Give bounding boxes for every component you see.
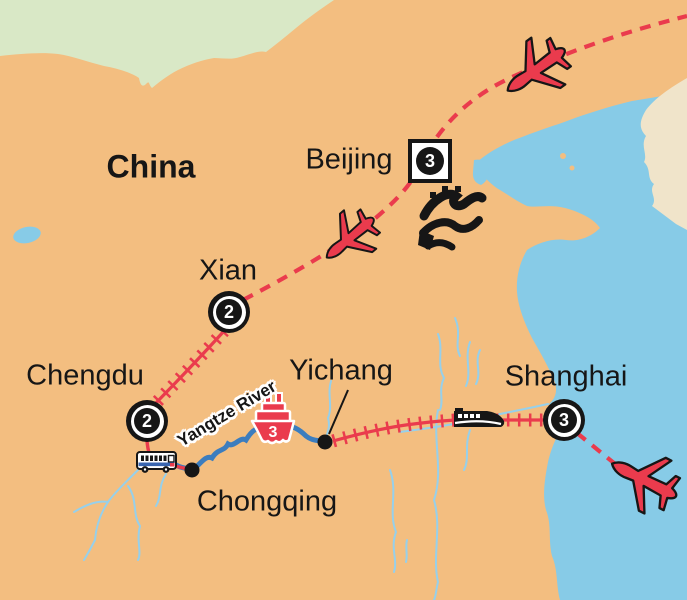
rail-route-xian-chengdu	[147, 326, 229, 412]
city-label-xian: Xian	[198, 254, 258, 287]
city-label-chengdu: Chengdu	[26, 359, 144, 392]
region-north-green	[0, 0, 334, 88]
city-label-beijing: Beijing	[305, 143, 393, 176]
badge-ring: 2	[212, 295, 246, 329]
island	[560, 153, 566, 159]
yichang-dot	[317, 434, 333, 450]
nights-badge-xian: 2	[208, 291, 250, 333]
country-label: China	[106, 148, 196, 185]
rail-route-yichang-shanghai	[331, 413, 545, 448]
city-label-shanghai: Shanghai	[504, 360, 628, 393]
nights-number-chengdu: 2	[134, 408, 160, 434]
region-east-beige	[640, 78, 687, 230]
city-label-yichang: Yichang	[289, 354, 393, 387]
nights-number-shanghai: 3	[551, 407, 577, 433]
flight-route-shanghai-international	[575, 431, 627, 474]
yichang-pointer-line	[328, 389, 349, 435]
badge-ring: 3	[547, 403, 581, 437]
island	[569, 165, 575, 171]
nights-badge-shanghai: 3	[543, 399, 585, 441]
lake-west	[13, 226, 41, 244]
cruise-nights-number: 3	[269, 424, 278, 441]
nights-badge-chengdu: 2	[126, 400, 168, 442]
lake-near-beijing	[472, 159, 489, 185]
badge-ring: 2	[130, 404, 164, 438]
cruise-ship-icon: 3	[250, 392, 296, 445]
city-label-chongqing: Chongqing	[196, 485, 338, 518]
nights-number-beijing: 3	[416, 147, 444, 175]
bullet-train-icon	[454, 408, 505, 427]
chongqing-dot	[184, 462, 200, 478]
great-wall-icon	[418, 186, 487, 251]
nights-badge-beijing: 3	[408, 139, 452, 183]
nights-number-xian: 2	[216, 299, 242, 325]
bus-icon	[136, 451, 177, 473]
